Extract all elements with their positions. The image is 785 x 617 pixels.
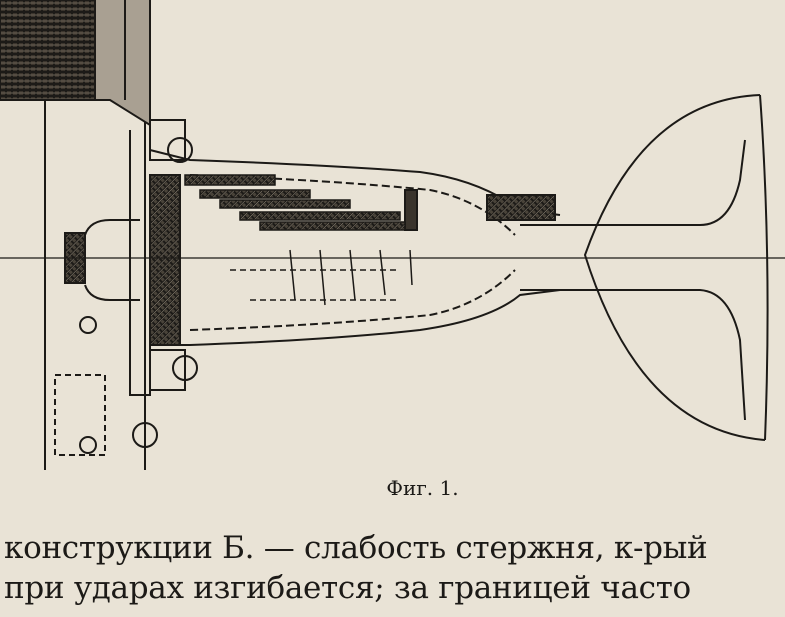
body-text-line: конструкции Б. — слабость стержня, к-рый — [4, 530, 708, 566]
body-text-line: при ударах изгибается; за границей часто — [4, 570, 691, 606]
wall-frame — [0, 0, 151, 470]
technical-drawing-buffer — [0, 0, 785, 470]
figure-caption: Фиг. 1. — [386, 476, 459, 500]
buffer-housing — [84, 130, 561, 396]
spring-coils — [184, 174, 413, 306]
plunger-plate — [520, 94, 769, 441]
